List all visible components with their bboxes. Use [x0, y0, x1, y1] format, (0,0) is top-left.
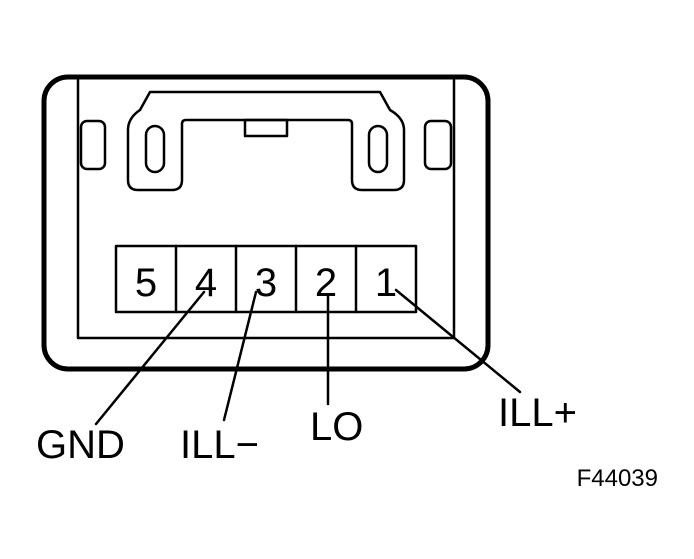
- label-ill-plus: ILL+: [498, 391, 577, 435]
- leader-line-ill-plus: [394, 288, 522, 394]
- latch-slot-right: [367, 124, 389, 174]
- side-tab-right: [423, 119, 453, 171]
- label-lo: LO: [310, 405, 363, 449]
- pin-number-3: 3: [255, 261, 277, 305]
- pin-number-2: 2: [315, 261, 337, 305]
- label-ill-minus: ILL−: [180, 423, 259, 467]
- latch-key: [243, 118, 289, 138]
- label-gnd: GND: [36, 423, 125, 467]
- connector-housing-outer: [41, 74, 491, 372]
- side-tab-left: [79, 119, 107, 171]
- leader-line-ill-minus: [222, 290, 258, 422]
- pin-number-5: 5: [135, 261, 157, 305]
- lock-latch-outline: [126, 90, 406, 192]
- latch-slot-left: [144, 124, 166, 174]
- leader-line-gnd: [94, 290, 206, 426]
- figure-id: F44039: [577, 465, 658, 492]
- pin-cavity-row: [114, 244, 418, 314]
- pin-number-4: 4: [195, 261, 217, 305]
- pin-number-1: 1: [375, 261, 397, 305]
- connector-housing-inner: [76, 78, 456, 340]
